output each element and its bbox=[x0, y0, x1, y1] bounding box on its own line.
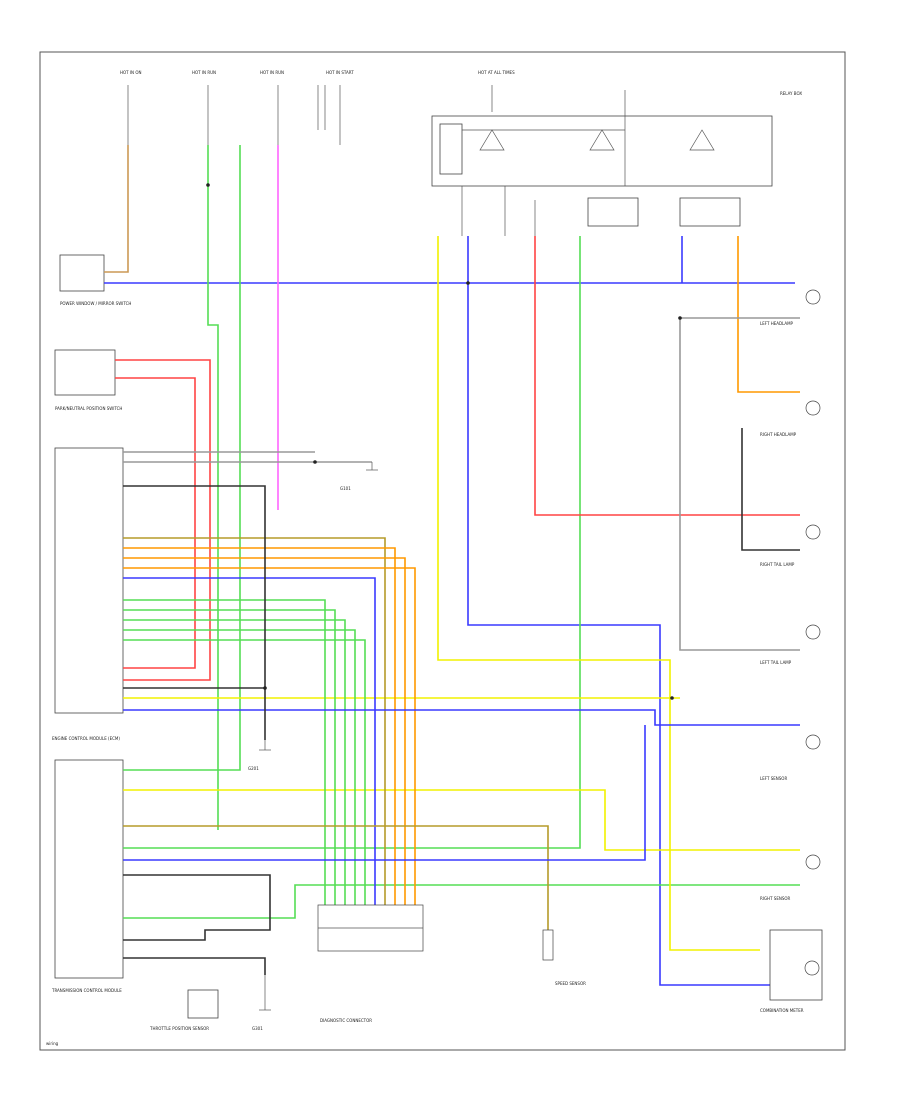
tcm-box bbox=[54, 759, 124, 979]
ground-center: G201 bbox=[248, 740, 271, 771]
fuse-label-5: HOT AT ALL TIMES bbox=[478, 70, 515, 75]
svg-text:LEFT SENSOR: LEFT SENSOR bbox=[760, 776, 787, 781]
svg-text:LEFT HEADLAMP: LEFT HEADLAMP bbox=[760, 321, 794, 326]
fuse-label-1: HOT IN ON bbox=[120, 70, 141, 75]
svg-text:RIGHT SENSOR: RIGHT SENSOR bbox=[760, 896, 791, 901]
wire-group bbox=[104, 145, 800, 986]
svg-text:RIGHT TAIL LAMP: RIGHT TAIL LAMP bbox=[760, 562, 795, 567]
svg-text:LEFT TAIL LAMP: LEFT TAIL LAMP bbox=[760, 660, 792, 665]
svg-text:G201: G201 bbox=[248, 766, 259, 771]
upper-left-switch-box bbox=[59, 254, 105, 292]
relay-box: RELAY BOX bbox=[431, 90, 802, 236]
ground-bottom: G301 bbox=[252, 975, 271, 1031]
right-components: LEFT HEADLAMP RIGHT HEADLAMP RIGHT TAIL … bbox=[760, 289, 823, 1013]
svg-text:G101: G101 bbox=[340, 486, 351, 491]
ground-left: G101 bbox=[340, 462, 378, 491]
fuse-label-4: HOT IN START bbox=[326, 70, 354, 75]
fuse-label-3: HOT IN RUN bbox=[260, 70, 284, 75]
svg-text:RIGHT HEADLAMP: RIGHT HEADLAMP bbox=[760, 432, 797, 437]
diagram-frame bbox=[39, 51, 846, 1051]
upper-left-switch-label: POWER WINDOW / MIRROR SWITCH bbox=[60, 301, 131, 306]
page-code: wiring bbox=[46, 1041, 59, 1046]
speed-sensor: SPEED SENSOR bbox=[542, 929, 586, 986]
fuse-label-2: HOT IN RUN bbox=[192, 70, 216, 75]
svg-text:SPEED SENSOR: SPEED SENSOR bbox=[555, 981, 586, 986]
connector-block: DIAGNOSTIC CONNECTOR bbox=[317, 904, 424, 1023]
pnp-switch-label: PARK/NEUTRAL POSITION SWITCH bbox=[55, 406, 122, 411]
fuse-group: HOT IN ON HOT IN RUN HOT IN RUN HOT IN S… bbox=[120, 70, 515, 145]
pnp-switch-box bbox=[54, 349, 116, 396]
lower-left-sensor-box bbox=[187, 989, 219, 1019]
ecm-label: ENGINE CONTROL MODULE (ECM) bbox=[52, 736, 120, 741]
svg-text:COMBINATION METER: COMBINATION METER bbox=[760, 1008, 804, 1013]
svg-text:G301: G301 bbox=[252, 1026, 263, 1031]
ecm-box bbox=[54, 447, 124, 714]
tcm-label: TRANSMISSION CONTROL MODULE bbox=[51, 988, 122, 993]
svg-text:DIAGNOSTIC CONNECTOR: DIAGNOSTIC CONNECTOR bbox=[320, 1018, 372, 1023]
relay-box-label: RELAY BOX bbox=[780, 91, 802, 96]
lower-left-sensor-label: THROTTLE POSITION SENSOR bbox=[149, 1026, 209, 1031]
